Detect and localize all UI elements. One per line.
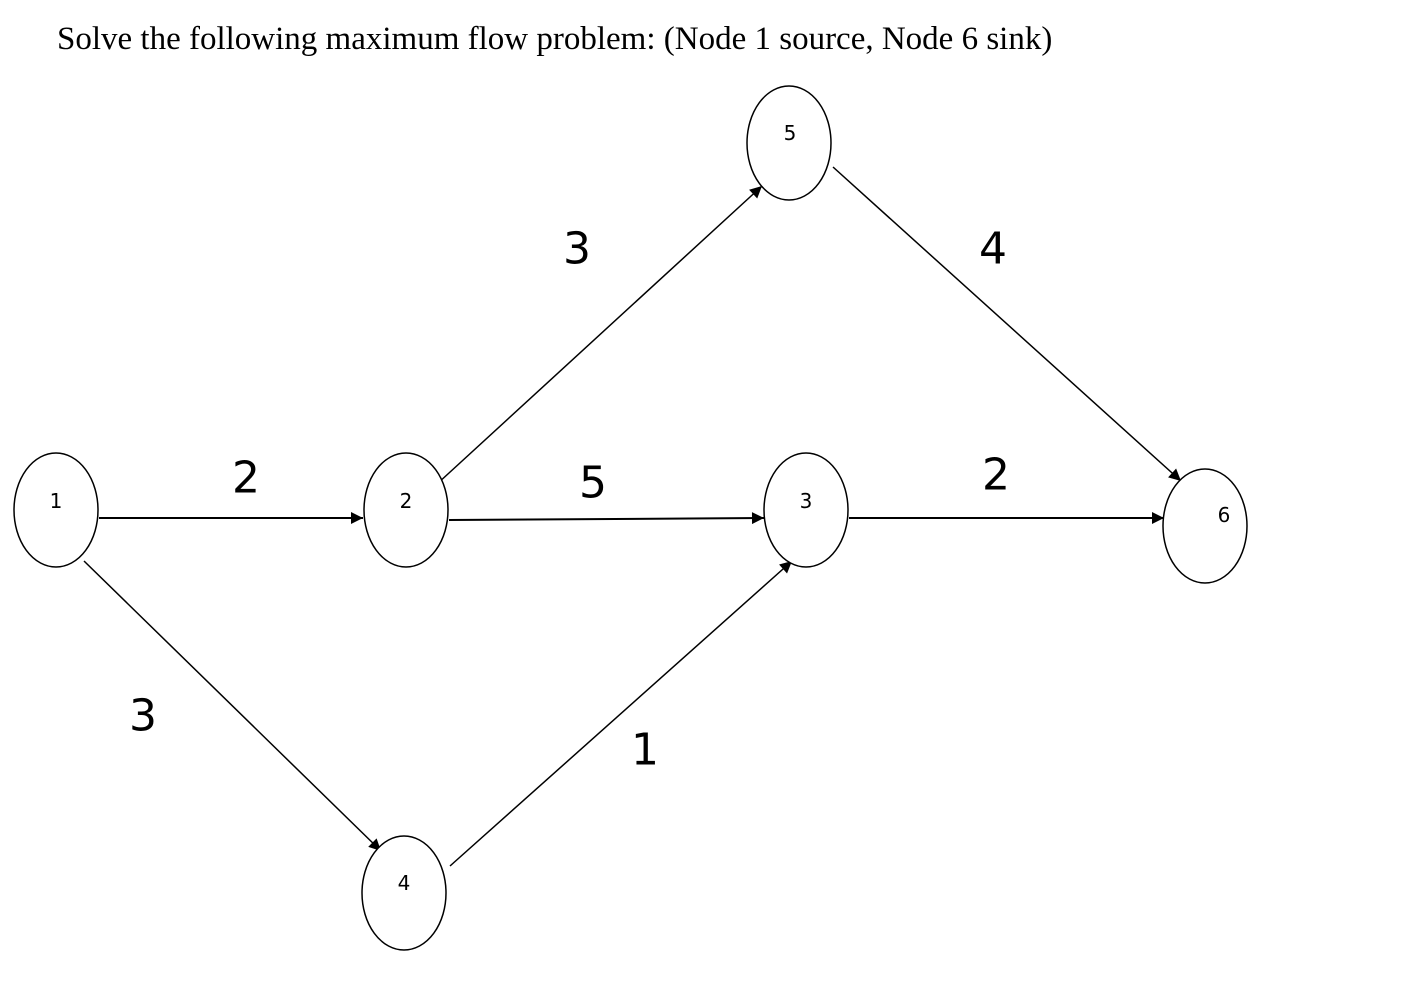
node-1-label: 1 xyxy=(50,489,63,513)
node-6-circle xyxy=(1162,468,1248,584)
node-3-label: 3 xyxy=(800,489,813,513)
node-1-circle xyxy=(13,452,99,568)
capacity-label-4-3: 1 xyxy=(631,725,659,776)
edge-1-4 xyxy=(83,560,382,852)
capacity-label-3-6: 2 xyxy=(982,450,1010,501)
edge-5-6 xyxy=(832,166,1182,482)
node-6-label: 6 xyxy=(1218,503,1231,527)
edge-2-5 xyxy=(436,185,763,485)
edge-2-3 xyxy=(448,512,765,525)
node-4-label: 4 xyxy=(398,871,411,895)
node-4-circle xyxy=(361,835,447,951)
node-2-circle xyxy=(363,452,449,568)
nodes: 1 2 3 4 5 6 xyxy=(13,85,1248,951)
capacity-label-5-6: 4 xyxy=(979,224,1007,275)
capacity-label-1-2: 2 xyxy=(232,453,260,504)
capacity-label-1-4: 3 xyxy=(129,691,157,742)
problem-statement: Solve the following maximum flow problem… xyxy=(57,21,1053,57)
capacity-label-2-3: 5 xyxy=(579,458,607,509)
node-2-label: 2 xyxy=(400,489,413,513)
node-5-label: 5 xyxy=(784,121,797,145)
node-5-circle xyxy=(746,85,832,201)
edge-4-3 xyxy=(449,560,793,867)
node-3-circle xyxy=(763,452,849,568)
capacity-label-2-5: 3 xyxy=(563,224,591,275)
edges xyxy=(83,166,1182,867)
edge-labels: 2 3 3 5 1 4 2 xyxy=(129,224,1010,776)
